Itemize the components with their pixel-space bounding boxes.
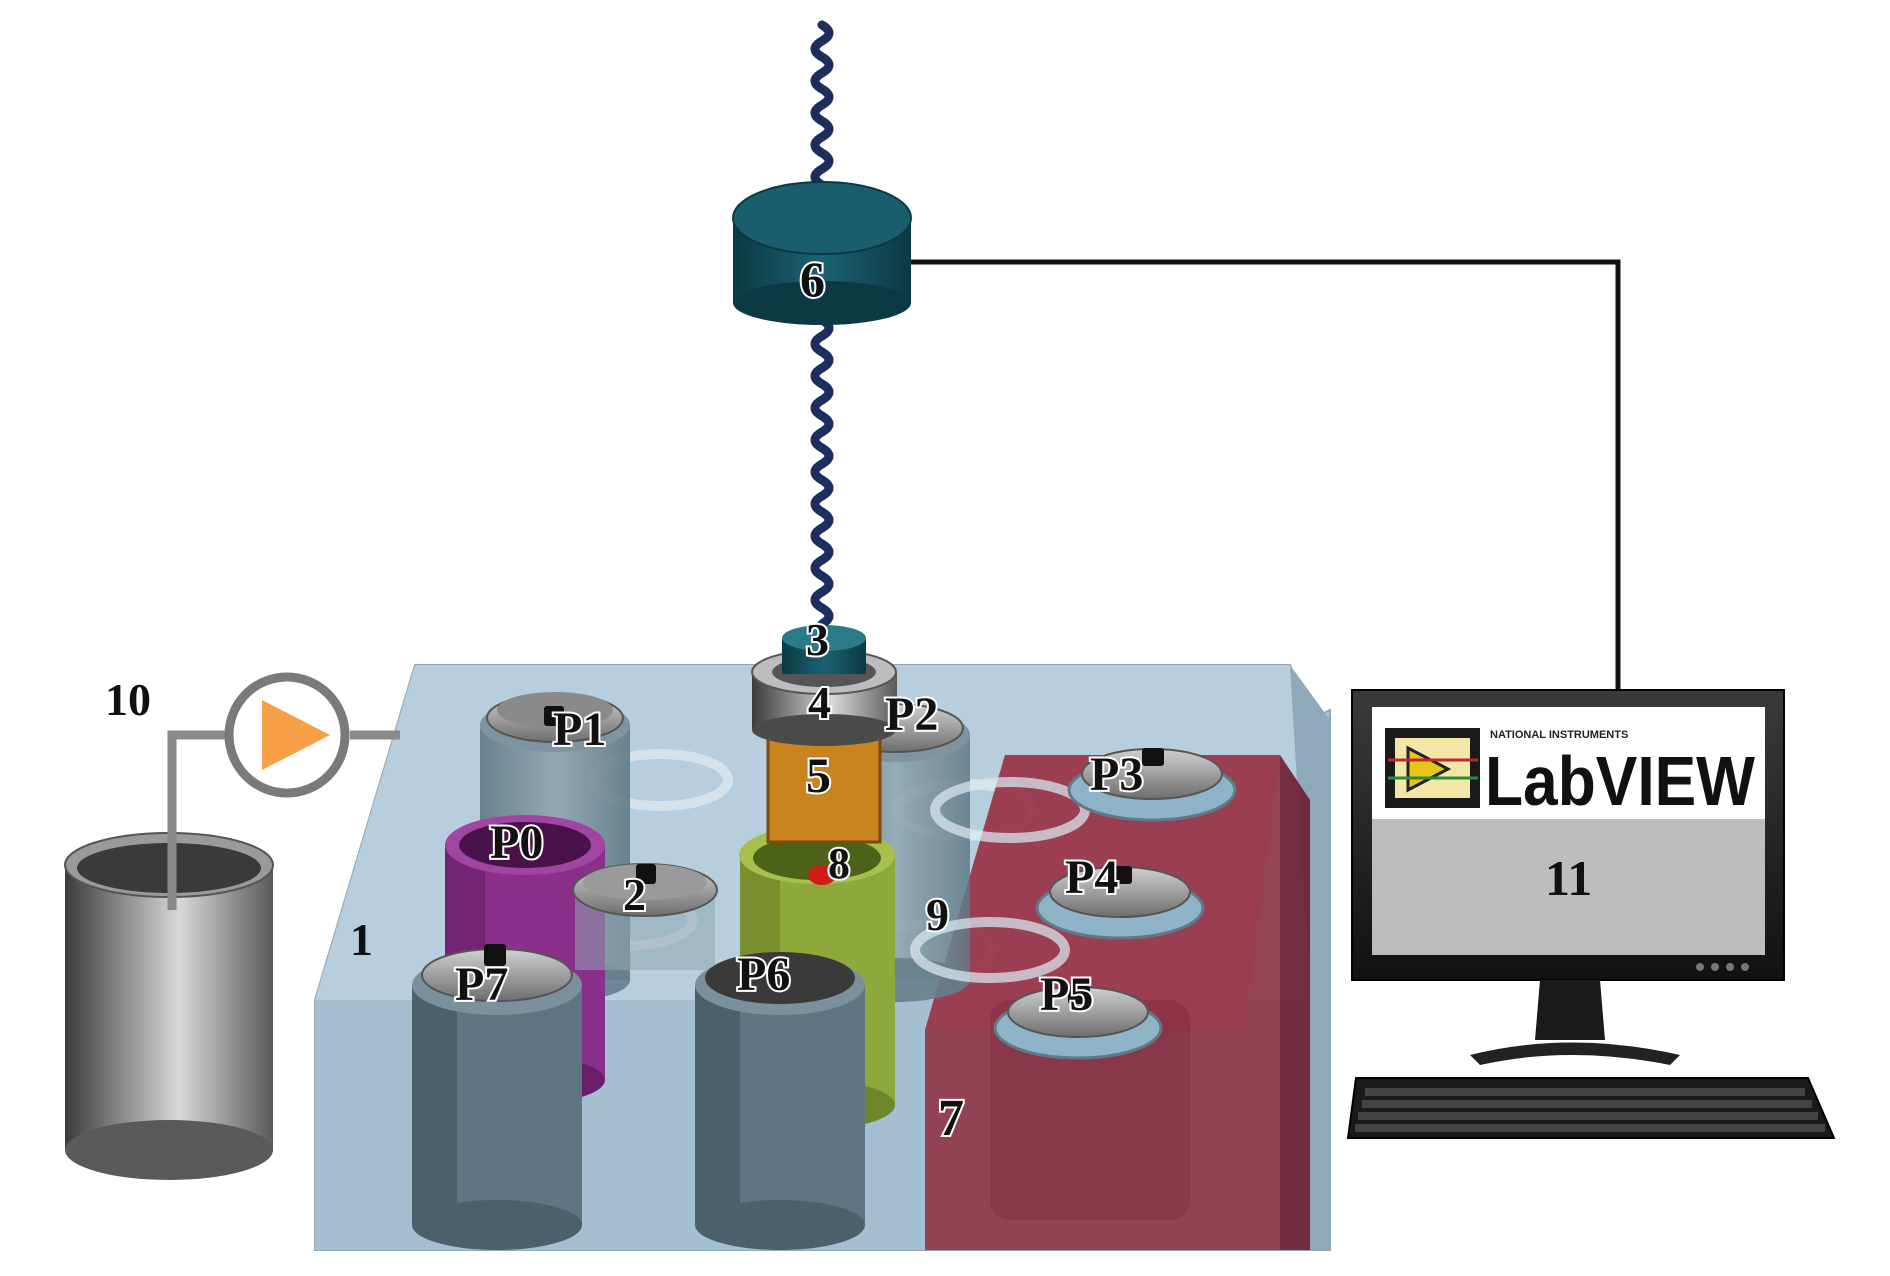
label-9: 9 xyxy=(926,889,949,940)
keyboard xyxy=(1346,1077,1836,1139)
cap-p5 xyxy=(993,986,1163,1060)
label-2: 2 xyxy=(623,869,646,920)
channel-9 xyxy=(910,777,1090,983)
reservoir-beaker xyxy=(64,832,274,1180)
label-7: 7 xyxy=(938,1090,964,1147)
label-4: 4 xyxy=(808,677,831,728)
label-p0: P0 xyxy=(490,816,543,869)
pump-icon xyxy=(224,672,350,798)
label-p3: P3 xyxy=(1090,748,1143,801)
label-p2: P2 xyxy=(885,688,938,741)
cap-p3 xyxy=(1067,748,1237,822)
label-10: 10 xyxy=(105,674,151,725)
spindle-cap-3 xyxy=(782,625,866,674)
cylinder-p6 xyxy=(695,952,865,1250)
label-11: 11 xyxy=(1545,850,1592,906)
cap-p4 xyxy=(1035,866,1205,940)
labview-logo-icon xyxy=(1385,728,1480,808)
label-p1: P1 xyxy=(553,703,606,756)
motor-6 xyxy=(732,181,912,325)
label-3: 3 xyxy=(806,614,829,665)
label-p4: P4 xyxy=(1065,851,1118,904)
label-p5: P5 xyxy=(1040,968,1093,1021)
label-p7: P7 xyxy=(455,958,508,1011)
pump-tubing xyxy=(167,730,225,910)
monitor-brand-small: NATIONAL INSTRUMENTS xyxy=(1490,729,1628,741)
center-cap-2 xyxy=(572,863,718,970)
label-5: 5 xyxy=(806,747,831,803)
label-6: 6 xyxy=(800,251,825,307)
signal-cable xyxy=(911,259,1621,705)
monitor-brand-name: LabVIEW xyxy=(1485,742,1755,820)
label-p6: P6 xyxy=(737,948,790,1001)
cylinder-p7 xyxy=(412,944,582,1250)
label-8: 8 xyxy=(828,839,850,888)
label-1: 1 xyxy=(350,914,373,965)
